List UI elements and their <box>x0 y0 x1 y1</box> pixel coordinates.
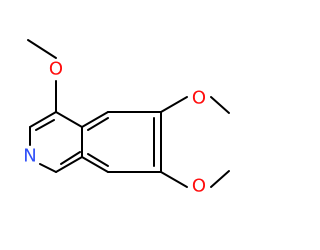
bond-o2-methyl <box>210 96 230 114</box>
atom-o2-label: O <box>192 88 206 109</box>
bond-c8-c8a-inner <box>87 153 109 167</box>
bond-o3-methyl <box>210 170 230 188</box>
isoquinoline-structure: O O O N <box>22 39 230 197</box>
atom-o2: O <box>191 88 207 109</box>
bond-n2-c1 <box>39 163 57 173</box>
atom-o3: O <box>191 176 207 197</box>
bond-c8-c8a <box>81 156 109 173</box>
atom-o3-label: O <box>192 176 206 197</box>
bond-c4-c3-inner <box>35 119 55 131</box>
bond-c4-c3 <box>29 111 57 128</box>
atom-o1-label: O <box>49 59 63 80</box>
atom-n1-label: N <box>23 146 36 167</box>
bond-c7-o3 <box>160 171 188 188</box>
bond-c1-c8a-inner <box>60 151 81 165</box>
bond-c4a-c5-inner <box>87 117 109 131</box>
atom-o1: O <box>48 59 64 80</box>
bond-c4a-c5 <box>81 111 109 128</box>
bond-c1-c8a <box>55 156 83 173</box>
atom-n1: N <box>22 146 38 167</box>
bond-o1-methyl <box>27 39 57 59</box>
bond-c4-c4a <box>55 111 83 128</box>
bond-c6-o2 <box>160 96 188 113</box>
